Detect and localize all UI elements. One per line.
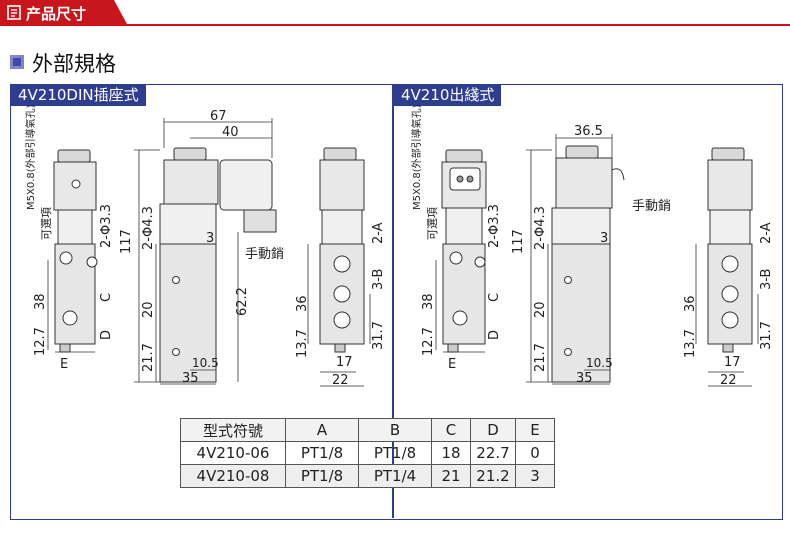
panel-title-left: 4V210DIN插座式 (11, 85, 146, 106)
table-cell: PT1/8 (358, 441, 432, 465)
r-a2-label: 2-A (759, 222, 774, 244)
r-dim-13-7: 13.7 (683, 329, 698, 358)
table-cell: 21 (431, 464, 471, 488)
right-front-view (551, 145, 625, 383)
r-c-label: C (487, 293, 502, 302)
dim-117: 117 (119, 229, 134, 254)
a2-label: 2-A (371, 222, 386, 244)
r-dim-phi33: 2-Φ3.3 (487, 204, 502, 248)
d-label: D (99, 330, 114, 340)
dim-21-7: 21.7 (141, 343, 156, 372)
r-dim-phi43: 2-Φ4.3 (533, 206, 548, 250)
header-rule (0, 24, 790, 26)
r-dim-36-5: 36.5 (574, 124, 603, 139)
table-cell: 4V210-06 (180, 441, 286, 465)
table-cell: 21.2 (470, 464, 516, 488)
dim-38: 38 (33, 293, 48, 310)
dim-phi43: 2-Φ4.3 (141, 206, 156, 250)
spec-frame (10, 84, 783, 520)
r-option-label: 可選項 (426, 207, 439, 240)
right-end-view (707, 147, 753, 353)
r-manual-pin-label: 手動銷 (632, 198, 671, 214)
left-front-view (159, 147, 277, 383)
r-dim-17: 17 (724, 355, 741, 370)
table-row: 4V210-08 PT1/8 PT1/4 21 21.2 3 (180, 464, 555, 488)
c-label: C (99, 293, 114, 302)
r-dim-35: 35 (576, 371, 593, 386)
e-label: E (60, 357, 68, 372)
port-label: M5X0.8(外部引導氣孔) (24, 104, 37, 210)
r-dim-38: 38 (421, 293, 436, 310)
spec-table: 型式符號 A B C D E 4V210-06 PT1/8 PT1/8 18 2… (180, 418, 555, 488)
table-cell: 3 (515, 464, 555, 488)
r-d-label: D (487, 330, 502, 340)
table-row: 4V210-06 PT1/8 PT1/8 18 22.7 0 (180, 441, 555, 465)
table-header-row: 型式符號 A B C D E (180, 418, 555, 442)
r-port-label: M5X0.8(外部引導氣孔) (410, 104, 423, 210)
table-header: E (515, 418, 555, 442)
dim-22: 22 (332, 373, 349, 388)
table-header: A (285, 418, 359, 442)
table-header: D (470, 418, 516, 442)
left-side-view (53, 149, 98, 353)
r-dim-21-7: 21.7 (533, 343, 548, 372)
table-header: C (431, 418, 471, 442)
table-cell: 18 (431, 441, 471, 465)
left-end-view (319, 147, 365, 353)
r-dim-12-7: 12.7 (421, 327, 436, 356)
dim-36: 36 (295, 295, 310, 312)
dim-12-7: 12.7 (33, 327, 48, 356)
table-cell: 22.7 (470, 441, 516, 465)
r-dim-36: 36 (683, 295, 698, 312)
dim-10-5: 10.5 (192, 356, 219, 370)
dim-40: 40 (222, 125, 239, 140)
tab-title: 产品尺寸 (26, 5, 87, 23)
r-dim-20: 20 (533, 301, 548, 318)
table-header: B (358, 418, 432, 442)
dim-31-7: 31.7 (371, 321, 386, 350)
table-cell: 0 (515, 441, 555, 465)
dim-67: 67 (210, 109, 227, 124)
table-cell: 4V210-08 (180, 464, 286, 488)
r-dim-10-5: 10.5 (586, 356, 613, 370)
table-cell: PT1/8 (285, 441, 359, 465)
panel-divider (392, 85, 394, 518)
r-ports-label: 3-B (759, 269, 774, 290)
document-icon (7, 5, 21, 20)
section-bullet-icon (10, 55, 24, 69)
dim-62-2: 62.2 (235, 287, 250, 316)
panel-title-right: 4V210出綫式 (394, 85, 502, 106)
header-tab (0, 0, 128, 26)
r-dim-117: 117 (511, 229, 526, 254)
table-header: 型式符號 (180, 418, 286, 442)
dim-13-7: 13.7 (295, 329, 310, 358)
manual-pin-label: 手動銷 (245, 246, 284, 262)
table-cell: PT1/8 (285, 464, 359, 488)
r-dim-3: 3 (600, 231, 608, 246)
r-dim-31-7: 31.7 (759, 321, 774, 350)
section-title: 外部規格 (32, 52, 116, 76)
dim-phi33: 2-Φ3.3 (99, 204, 114, 248)
r-dim-22: 22 (720, 373, 737, 388)
right-side-view (441, 149, 487, 353)
dim-3: 3 (206, 231, 214, 246)
option-label: 可選項 (40, 207, 53, 240)
table-cell: PT1/4 (358, 464, 432, 488)
r-e-label: E (448, 357, 456, 372)
ports-label: 3-B (371, 269, 386, 290)
dim-35: 35 (182, 371, 199, 386)
dim-17: 17 (336, 355, 353, 370)
dim-20: 20 (141, 301, 156, 318)
